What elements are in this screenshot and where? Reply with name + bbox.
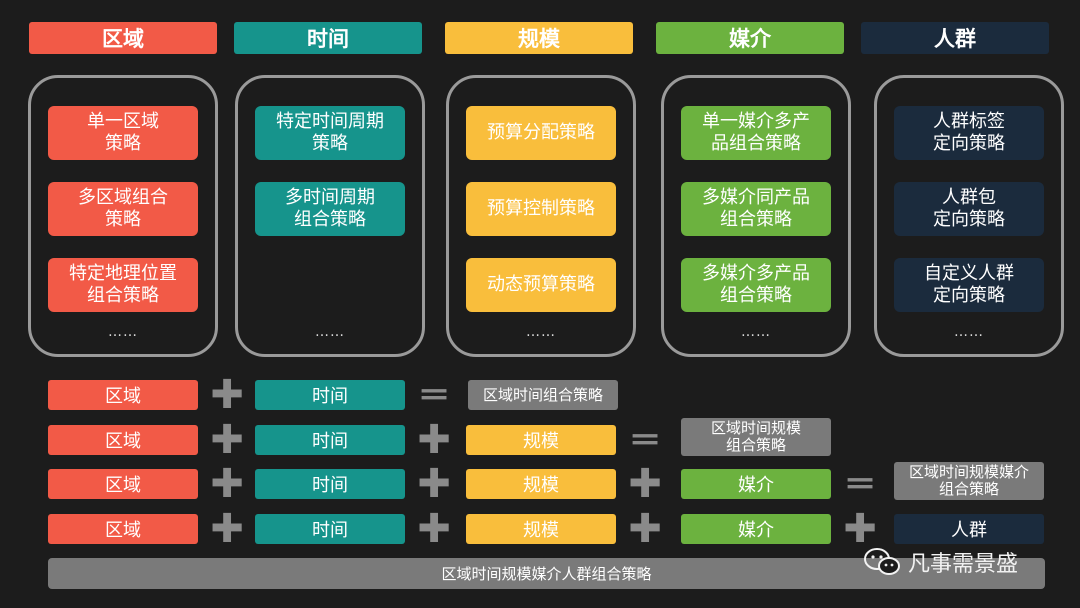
panel-media: 单一媒介多产 品组合策略多媒介同产品 组合策略多媒介多产品 组合策略 ……	[661, 75, 851, 357]
combo-2-term-1: 区域	[48, 425, 198, 455]
panel-audience: 人群标签 定向策略人群包 定向策略自定义人群 定向策略 ……	[874, 75, 1064, 357]
strategy-scale-3: 动态预算策略	[466, 258, 616, 312]
panel-time: 特定时间周期 策略多时间周期 组合策略 ……	[235, 75, 425, 357]
strategy-time-1: 特定时间周期 策略	[255, 106, 405, 160]
header-time: 时间	[234, 22, 422, 54]
combo-2-term-2: 时间	[255, 425, 405, 455]
plus-icon: ✚	[628, 461, 662, 507]
combo-3-term-1: 区域	[48, 469, 198, 499]
combo-3-term-2: 时间	[255, 469, 405, 499]
panel-region: 单一区域 策略多区域组合 策略特定地理位置 组合策略 ……	[28, 75, 218, 357]
header-scale: 规模	[445, 22, 633, 54]
strategy-media-1: 单一媒介多产 品组合策略	[681, 106, 831, 160]
combo-3-result: 区域时间规模媒介 组合策略	[894, 462, 1044, 500]
combo-4-term-2: 时间	[255, 514, 405, 544]
plus-icon: ✚	[210, 417, 244, 463]
combo-3-term-3: 规模	[466, 469, 616, 499]
strategy-time-2: 多时间周期 组合策略	[255, 182, 405, 236]
combo-2-term-3: 规模	[466, 425, 616, 455]
panel-scale: 预算分配策略预算控制策略动态预算策略 ……	[446, 75, 636, 357]
combo-1-term-1: 区域	[48, 380, 198, 410]
combo-4-term-1: 区域	[48, 514, 198, 544]
plus-icon: ✚	[843, 506, 877, 552]
plus-icon: ✚	[628, 506, 662, 552]
equals-icon: ═	[847, 461, 873, 507]
final-combo-result: 区域时间规模媒介人群组合策略	[48, 558, 1045, 589]
strategy-scale-2: 预算控制策略	[466, 182, 616, 236]
strategy-audience-3: 自定义人群 定向策略	[894, 258, 1044, 312]
plus-icon: ✚	[417, 506, 451, 552]
more-ellipsis: ……	[526, 324, 556, 340]
combo-1-result: 区域时间组合策略	[468, 380, 618, 410]
strategy-region-1: 单一区域 策略	[48, 106, 198, 160]
plus-icon: ✚	[210, 372, 244, 418]
combo-4-term-5: 人群	[894, 514, 1044, 544]
plus-icon: ✚	[417, 417, 451, 463]
combo-4-term-4: 媒介	[681, 514, 831, 544]
equals-icon: ═	[421, 372, 447, 418]
combo-4-term-3: 规模	[466, 514, 616, 544]
more-ellipsis: ……	[108, 324, 138, 340]
combo-1-term-2: 时间	[255, 380, 405, 410]
strategy-scale-1: 预算分配策略	[466, 106, 616, 160]
plus-icon: ✚	[210, 506, 244, 552]
combo-2-result: 区域时间规模 组合策略	[681, 418, 831, 456]
wechat-icon	[864, 548, 900, 575]
strategy-media-3: 多媒介多产品 组合策略	[681, 258, 831, 312]
header-media: 媒介	[656, 22, 844, 54]
strategy-region-3: 特定地理位置 组合策略	[48, 258, 198, 312]
plus-icon: ✚	[210, 461, 244, 507]
watermark-text: 凡事需景盛	[908, 552, 1019, 577]
watermark: 凡事需景盛	[862, 544, 1052, 580]
header-audience: 人群	[861, 22, 1049, 54]
header-region: 区域	[29, 22, 217, 54]
more-ellipsis: ……	[315, 324, 345, 340]
strategy-audience-1: 人群标签 定向策略	[894, 106, 1044, 160]
more-ellipsis: ……	[954, 324, 984, 340]
plus-icon: ✚	[417, 461, 451, 507]
strategy-audience-2: 人群包 定向策略	[894, 182, 1044, 236]
strategy-media-2: 多媒介同产品 组合策略	[681, 182, 831, 236]
strategy-region-2: 多区域组合 策略	[48, 182, 198, 236]
combo-3-term-4: 媒介	[681, 469, 831, 499]
equals-icon: ═	[632, 417, 658, 463]
more-ellipsis: ……	[741, 324, 771, 340]
